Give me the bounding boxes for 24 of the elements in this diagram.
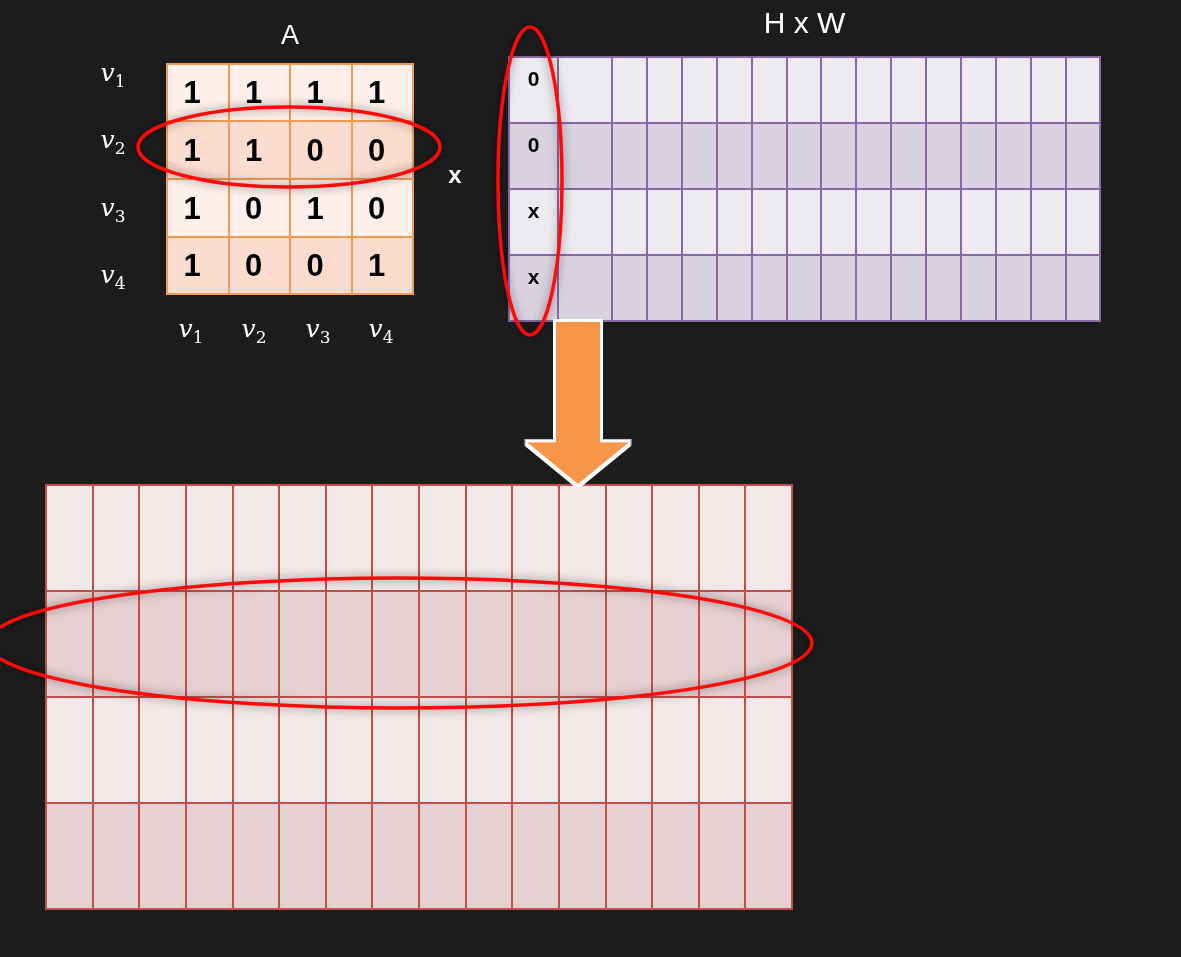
column-label: v$_{4}$ (368, 316, 394, 346)
matrix-cell: 1 (166, 178, 230, 238)
matrix-cell: 1 (166, 120, 230, 180)
row-label: v$_{3}$ (100, 195, 126, 225)
column-label: v$_{2}$ (241, 316, 267, 346)
matrix-title: H x W (763, 6, 846, 41)
column-label: v$_{1}$ (178, 316, 204, 346)
matrix-cell: 1 (351, 63, 414, 122)
row-label: v$_{1}$ (100, 60, 126, 90)
column-label: v$_{3}$ (305, 316, 331, 346)
matrix-cell: 0 (351, 120, 414, 180)
matrix-cell: 1 (166, 236, 230, 295)
row-label: v$_{4}$ (100, 262, 126, 292)
matrix-title: A (281, 20, 299, 52)
matrix-cell: 0 (228, 236, 291, 295)
matrix-cell: 0 (289, 120, 353, 180)
multiplication-sign: x (448, 163, 462, 187)
matrix-cell: x (508, 188, 559, 256)
matrix-cell: 0 (351, 178, 414, 238)
matrix-cell: 0 (289, 236, 353, 295)
row-label: v$_{2}$ (100, 127, 126, 157)
matrix-cell: 0 (508, 122, 559, 190)
matrix-cell: 1 (351, 236, 414, 295)
matrix-cell: 1 (228, 120, 291, 180)
